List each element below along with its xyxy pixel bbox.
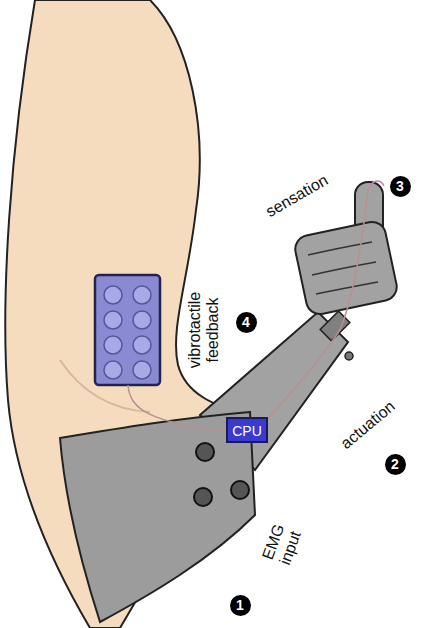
part-label: EMG input	[255, 511, 309, 580]
callout-number: 1	[230, 595, 251, 616]
wire	[262, 190, 368, 425]
node-text: CPU	[232, 423, 262, 439]
actuation-joint	[345, 352, 353, 360]
vibration-motors	[104, 286, 151, 379]
part-label: sensation	[254, 166, 341, 227]
callout-number: 4	[236, 312, 257, 333]
part-label: vibrotactile feedback	[186, 283, 222, 378]
emg-electrodes	[194, 443, 249, 506]
cpu-box: CPU	[226, 417, 268, 443]
fist	[293, 219, 400, 316]
sensor-wire	[368, 181, 384, 190]
callout-number: 3	[390, 176, 411, 197]
finger-lines	[308, 242, 378, 294]
callout-number: 2	[385, 454, 406, 475]
wire	[128, 385, 228, 432]
vibrotactile-pad	[95, 275, 160, 385]
socket	[60, 412, 255, 622]
part-label: actuation	[332, 392, 405, 457]
